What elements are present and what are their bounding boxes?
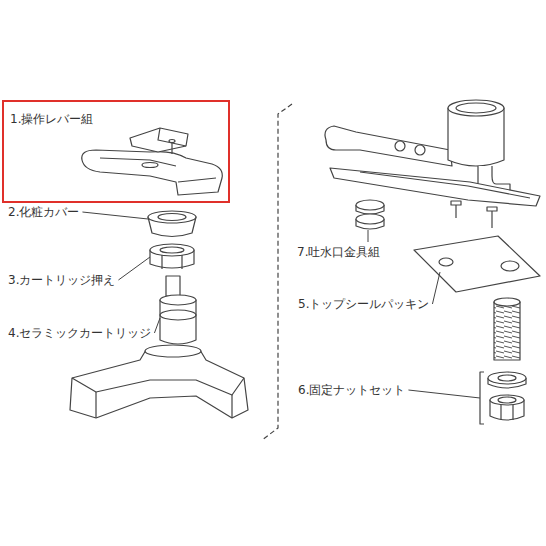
faucet-body (70, 345, 248, 418)
leader-line (82, 212, 148, 219)
part-label: 1.操作レバー組 (10, 112, 93, 126)
group-bracket (262, 104, 292, 440)
lever-handle (82, 128, 223, 195)
ceramic-cartridge (160, 276, 196, 344)
spout-assembly (325, 100, 540, 228)
cartridge-holder (150, 244, 194, 269)
leader-line (154, 318, 160, 333)
leader-line (408, 390, 480, 398)
set-bracket (480, 372, 484, 424)
part-label: 2.化粧カバー (8, 205, 79, 219)
leader-line (432, 272, 440, 304)
leader-line (368, 230, 369, 242)
part-label: 6.固定ナットセット (298, 383, 405, 397)
threaded-pipe (494, 298, 520, 360)
part-label: 5.トップシールパッキン (298, 297, 429, 311)
part-label: 4.セラミックカートリッジ (8, 326, 151, 340)
fixing-nut-set (488, 372, 526, 420)
highlight-box: 1.操作レバー組 (2, 100, 230, 203)
decorative-cover (148, 211, 196, 237)
part-label: 7.吐水口金具組 (297, 245, 380, 259)
part-label: 3.カートリッジ押え (8, 273, 115, 287)
top-seal-gasket (414, 236, 540, 292)
leader-line (118, 257, 150, 280)
aerator-rings (356, 200, 384, 229)
